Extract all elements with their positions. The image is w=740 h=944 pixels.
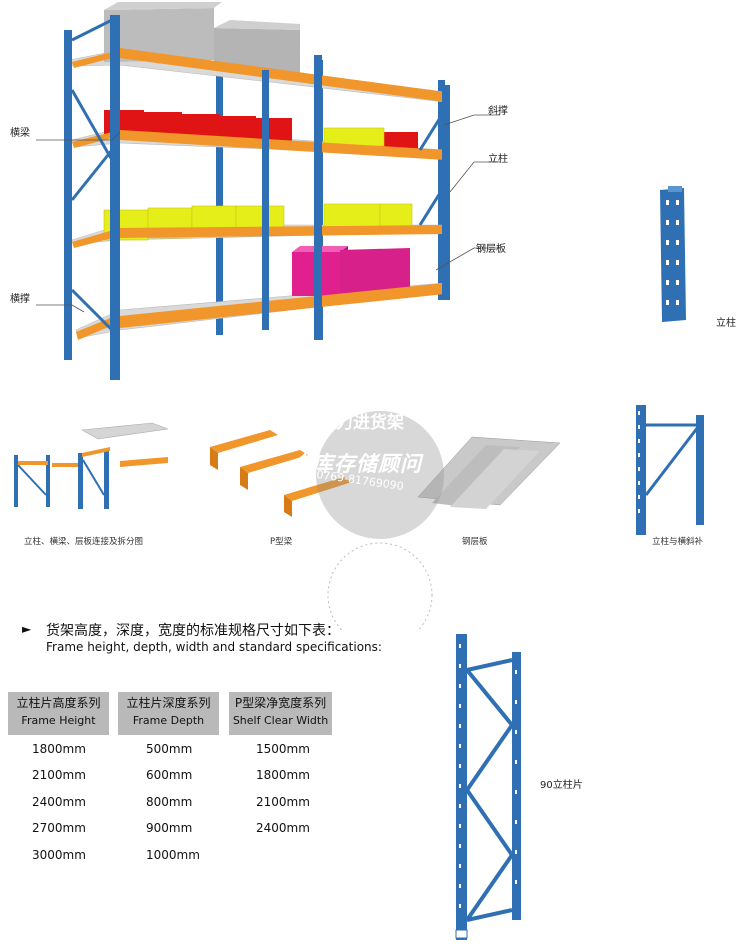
beams (72, 48, 445, 340)
cell-height-5: 3000mm (32, 848, 86, 862)
frame-label: 90立柱片 (540, 780, 583, 791)
callout-upright: 立柱 (488, 154, 508, 165)
cell-depth-1: 500mm (146, 742, 193, 756)
callout-upright-side: 立柱 (716, 318, 736, 329)
cell-height-4: 2700mm (32, 821, 86, 835)
col-head-frame-height: 立柱片高度系列 Frame Height (8, 692, 109, 735)
cell-width-3: 2100mm (256, 795, 310, 809)
cell-height-3: 2400mm (32, 795, 86, 809)
upright-brace-frame (636, 405, 704, 535)
p-beams (210, 430, 352, 517)
cell-depth-5: 1000mm (146, 848, 200, 862)
callout-cross-beam: 横梁 (10, 128, 30, 139)
caption-upright-brace: 立柱与横斜补 (652, 537, 704, 547)
cell-depth-3: 800mm (146, 795, 193, 809)
bullet-icon: ► (22, 622, 32, 636)
watermark-brand: 力进货架 (336, 413, 404, 433)
cell-width-4: 2400mm (256, 821, 310, 835)
exploded-view (14, 422, 169, 509)
cell-height-2: 2100mm (32, 768, 86, 782)
cell-width-1: 1500mm (256, 742, 310, 756)
cell-height-1: 1800mm (32, 742, 86, 756)
callout-steel-shelf: 钢层板 (476, 244, 506, 255)
caption-steel-shelf: 钢层板 (462, 537, 488, 547)
col-head-shelf-width: P型梁净宽度系列 Shelf Clear Width (229, 692, 332, 735)
cell-depth-4: 900mm (146, 821, 193, 835)
caption-p-beam: P型梁 (270, 537, 293, 547)
col-head-frame-depth: 立柱片深度系列 Frame Depth (118, 692, 219, 735)
callout-horizontal-brace: 横撑 (10, 294, 30, 305)
braces (70, 18, 447, 332)
cell-width-2: 1800mm (256, 768, 310, 782)
watermark-seal (316, 411, 444, 630)
caption-exploded-view: 立柱、横梁、层板连接及拆分图 (24, 537, 144, 547)
tall-frame-illustration (455, 634, 521, 940)
cell-depth-2: 600mm (146, 768, 193, 782)
rack-illustration (36, 2, 686, 380)
specs-title: 货架高度，深度，宽度的标准规格尺寸如下表： (46, 623, 340, 639)
single-upright (660, 186, 686, 322)
steel-shelf-panels (417, 436, 561, 509)
watermark-slogan: 仓库存储顾问 (290, 452, 422, 476)
callout-diagonal-brace: 斜撑 (488, 106, 508, 117)
specs-subtitle: Frame height, depth, width and standard … (46, 640, 382, 654)
uprights (64, 15, 450, 380)
components-illustration (14, 405, 704, 535)
